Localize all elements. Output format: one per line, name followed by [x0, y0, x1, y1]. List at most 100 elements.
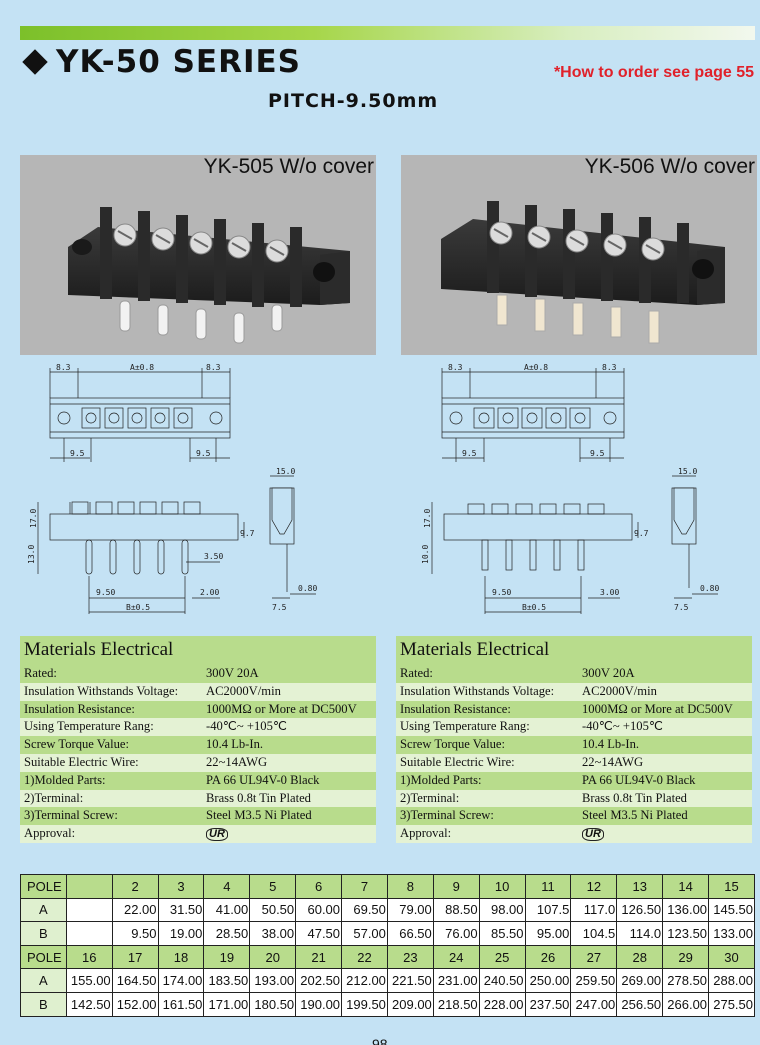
materials-row: 2)Terminal:Brass 0.8t Tin Plated	[396, 789, 752, 808]
row-value: 10.4 Lb-In.	[582, 737, 640, 752]
pole-count-cell: 24	[432, 944, 480, 970]
pole-value-cell: 180.50	[249, 991, 297, 1017]
row-label: 3)Terminal Screw:	[400, 808, 494, 823]
materials-row: Suitable Electric Wire:22~14AWG	[396, 753, 752, 772]
pole-value-cell: 126.50	[616, 897, 664, 923]
row-label: Approval:	[24, 826, 76, 841]
dim-label: 3.00	[600, 588, 619, 597]
pole-count-cell: 3	[157, 874, 205, 899]
materials-row: Using Temperature Rang:-40℃~ +105℃	[396, 718, 752, 737]
pole-header-label: POLE	[20, 874, 67, 899]
pole-value-cell: 69.50	[341, 897, 388, 923]
row-label: 1)Molded Parts:	[24, 772, 106, 787]
materials-row: Rated: 300V 20A	[396, 665, 752, 683]
pole-count-cell: 12	[570, 874, 618, 899]
row-value: Brass 0.8t Tin Plated	[206, 790, 311, 805]
dim-label: A±0.8	[524, 363, 548, 372]
pole-value-cell: 237.50	[524, 991, 572, 1017]
row-label: Rated:	[400, 666, 433, 680]
pole-count-cell: 13	[616, 874, 664, 899]
materials-row: 3)Terminal Screw:Steel M3.5 Ni Plated	[20, 807, 376, 826]
pole-count-cell: 7	[341, 874, 388, 899]
pole-value-cell: 123.50	[662, 921, 710, 946]
page-number: 98	[372, 1036, 388, 1045]
pole-count-cell: 10	[478, 874, 526, 899]
row-value: 10.4 Lb-In.	[206, 737, 264, 752]
pole-value-cell: 98.00	[478, 897, 526, 923]
dim-label: 2.00	[200, 588, 219, 597]
pole-value-cell: 247.00	[570, 991, 618, 1017]
pole-value-cell: 136.00	[662, 897, 710, 923]
pole-count-cell: 2	[111, 874, 159, 899]
dim-label: 8.3	[206, 363, 221, 372]
dim-label: 15.0	[678, 467, 697, 476]
pole-count-cell: 4	[203, 874, 251, 899]
pole-count-cell: 9	[432, 874, 480, 899]
pole-count-cell: 17	[111, 944, 159, 970]
dim-label: 17.0	[29, 509, 38, 528]
ul-approval-icon: UR	[582, 828, 604, 842]
technical-drawing-right: 8.3 A±0.8 8.3 9.5 9.5 15.0 17.0 9.7 10.0…	[388, 362, 758, 624]
pole-value-cell: 250.00	[524, 968, 572, 993]
materials-table-left: Materials Electrical Rated:300V 20A Insu…	[20, 636, 376, 843]
row-label: Rated:	[24, 666, 57, 680]
pole-value-cell: 288.00	[708, 968, 755, 993]
dim-label: 9.5	[196, 449, 211, 458]
pole-count-cell: 22	[341, 944, 388, 970]
dim-label: 15.0	[276, 467, 295, 476]
pole-count-cell: 21	[295, 944, 343, 970]
pole-value-cell: 57.00	[341, 921, 388, 946]
pole-value-cell: 50.50	[249, 897, 297, 923]
row-label: 2)Terminal:	[400, 790, 460, 805]
row-value: PA 66 UL94V-0 Black	[206, 772, 320, 787]
pole-row-label: B	[20, 991, 67, 1017]
pole-value-cell: 88.50	[432, 897, 480, 923]
dimension-drawing-506: 8.3 A±0.8 8.3 9.5 9.5 15.0 17.0 9.7 10.0…	[421, 363, 719, 614]
pole-row-label: A	[20, 968, 67, 993]
pole-value-cell: 142.50	[65, 991, 113, 1017]
dim-label: B±0.5	[126, 603, 150, 612]
row-label: Insulation Resistance:	[24, 701, 135, 716]
pole-value-cell: 164.50	[111, 968, 159, 993]
row-value: -40℃~ +105℃	[206, 719, 288, 734]
dim-label: 0.80	[298, 584, 317, 593]
materials-title: Materials Electrical	[20, 636, 376, 665]
materials-row: Insulation Withstands Voltage:AC2000V/mi…	[396, 682, 752, 701]
dim-label: 13.0	[27, 545, 36, 564]
pole-value-cell: 190.00	[295, 991, 343, 1017]
pole-value-cell: 117.0	[570, 897, 618, 923]
row-label: Insulation Withstands Voltage:	[24, 683, 179, 698]
pole-count-cell: 11	[524, 874, 572, 899]
pole-value-cell: 76.00	[432, 921, 480, 946]
pole-value-cell: 266.00	[662, 991, 710, 1017]
pole-value-cell: 231.00	[432, 968, 480, 993]
row-value: 300V 20A	[582, 666, 635, 680]
materials-row: Approval: UR	[20, 825, 376, 843]
row-value: 22~14AWG	[582, 754, 644, 769]
pole-value-cell: 275.50	[708, 991, 755, 1017]
materials-row: Approval:UR	[396, 825, 752, 843]
pole-value-cell: 38.00	[249, 921, 297, 946]
pole-value-cell: 41.00	[203, 897, 251, 923]
pole-count-cell: 28	[616, 944, 664, 970]
pole-value-cell: 95.00	[524, 921, 572, 946]
pole-value-cell: 161.50	[157, 991, 205, 1017]
row-value: Steel M3.5 Ni Plated	[206, 808, 312, 823]
row-label: 2)Terminal:	[24, 790, 84, 805]
pole-header-label: POLE	[20, 944, 67, 970]
row-label: 1)Molded Parts:	[400, 772, 482, 787]
pole-value-cell: 171.00	[203, 991, 251, 1017]
technical-drawing-left: 8.3 A±0.8 8.3 9.5 9.5 15.0 17.0 9.7 13.0…	[10, 362, 380, 624]
pole-value-cell: 60.00	[295, 897, 343, 923]
pole-count-cell: 30	[708, 944, 755, 970]
pole-value-cell: 155.00	[65, 968, 113, 993]
pole-value-cell: 79.00	[386, 897, 434, 923]
pole-count-cell: 5	[249, 874, 297, 899]
ul-approval-icon: UR	[206, 828, 228, 842]
dim-label: B±0.5	[522, 603, 546, 612]
pole-count-cell: 8	[386, 874, 434, 899]
